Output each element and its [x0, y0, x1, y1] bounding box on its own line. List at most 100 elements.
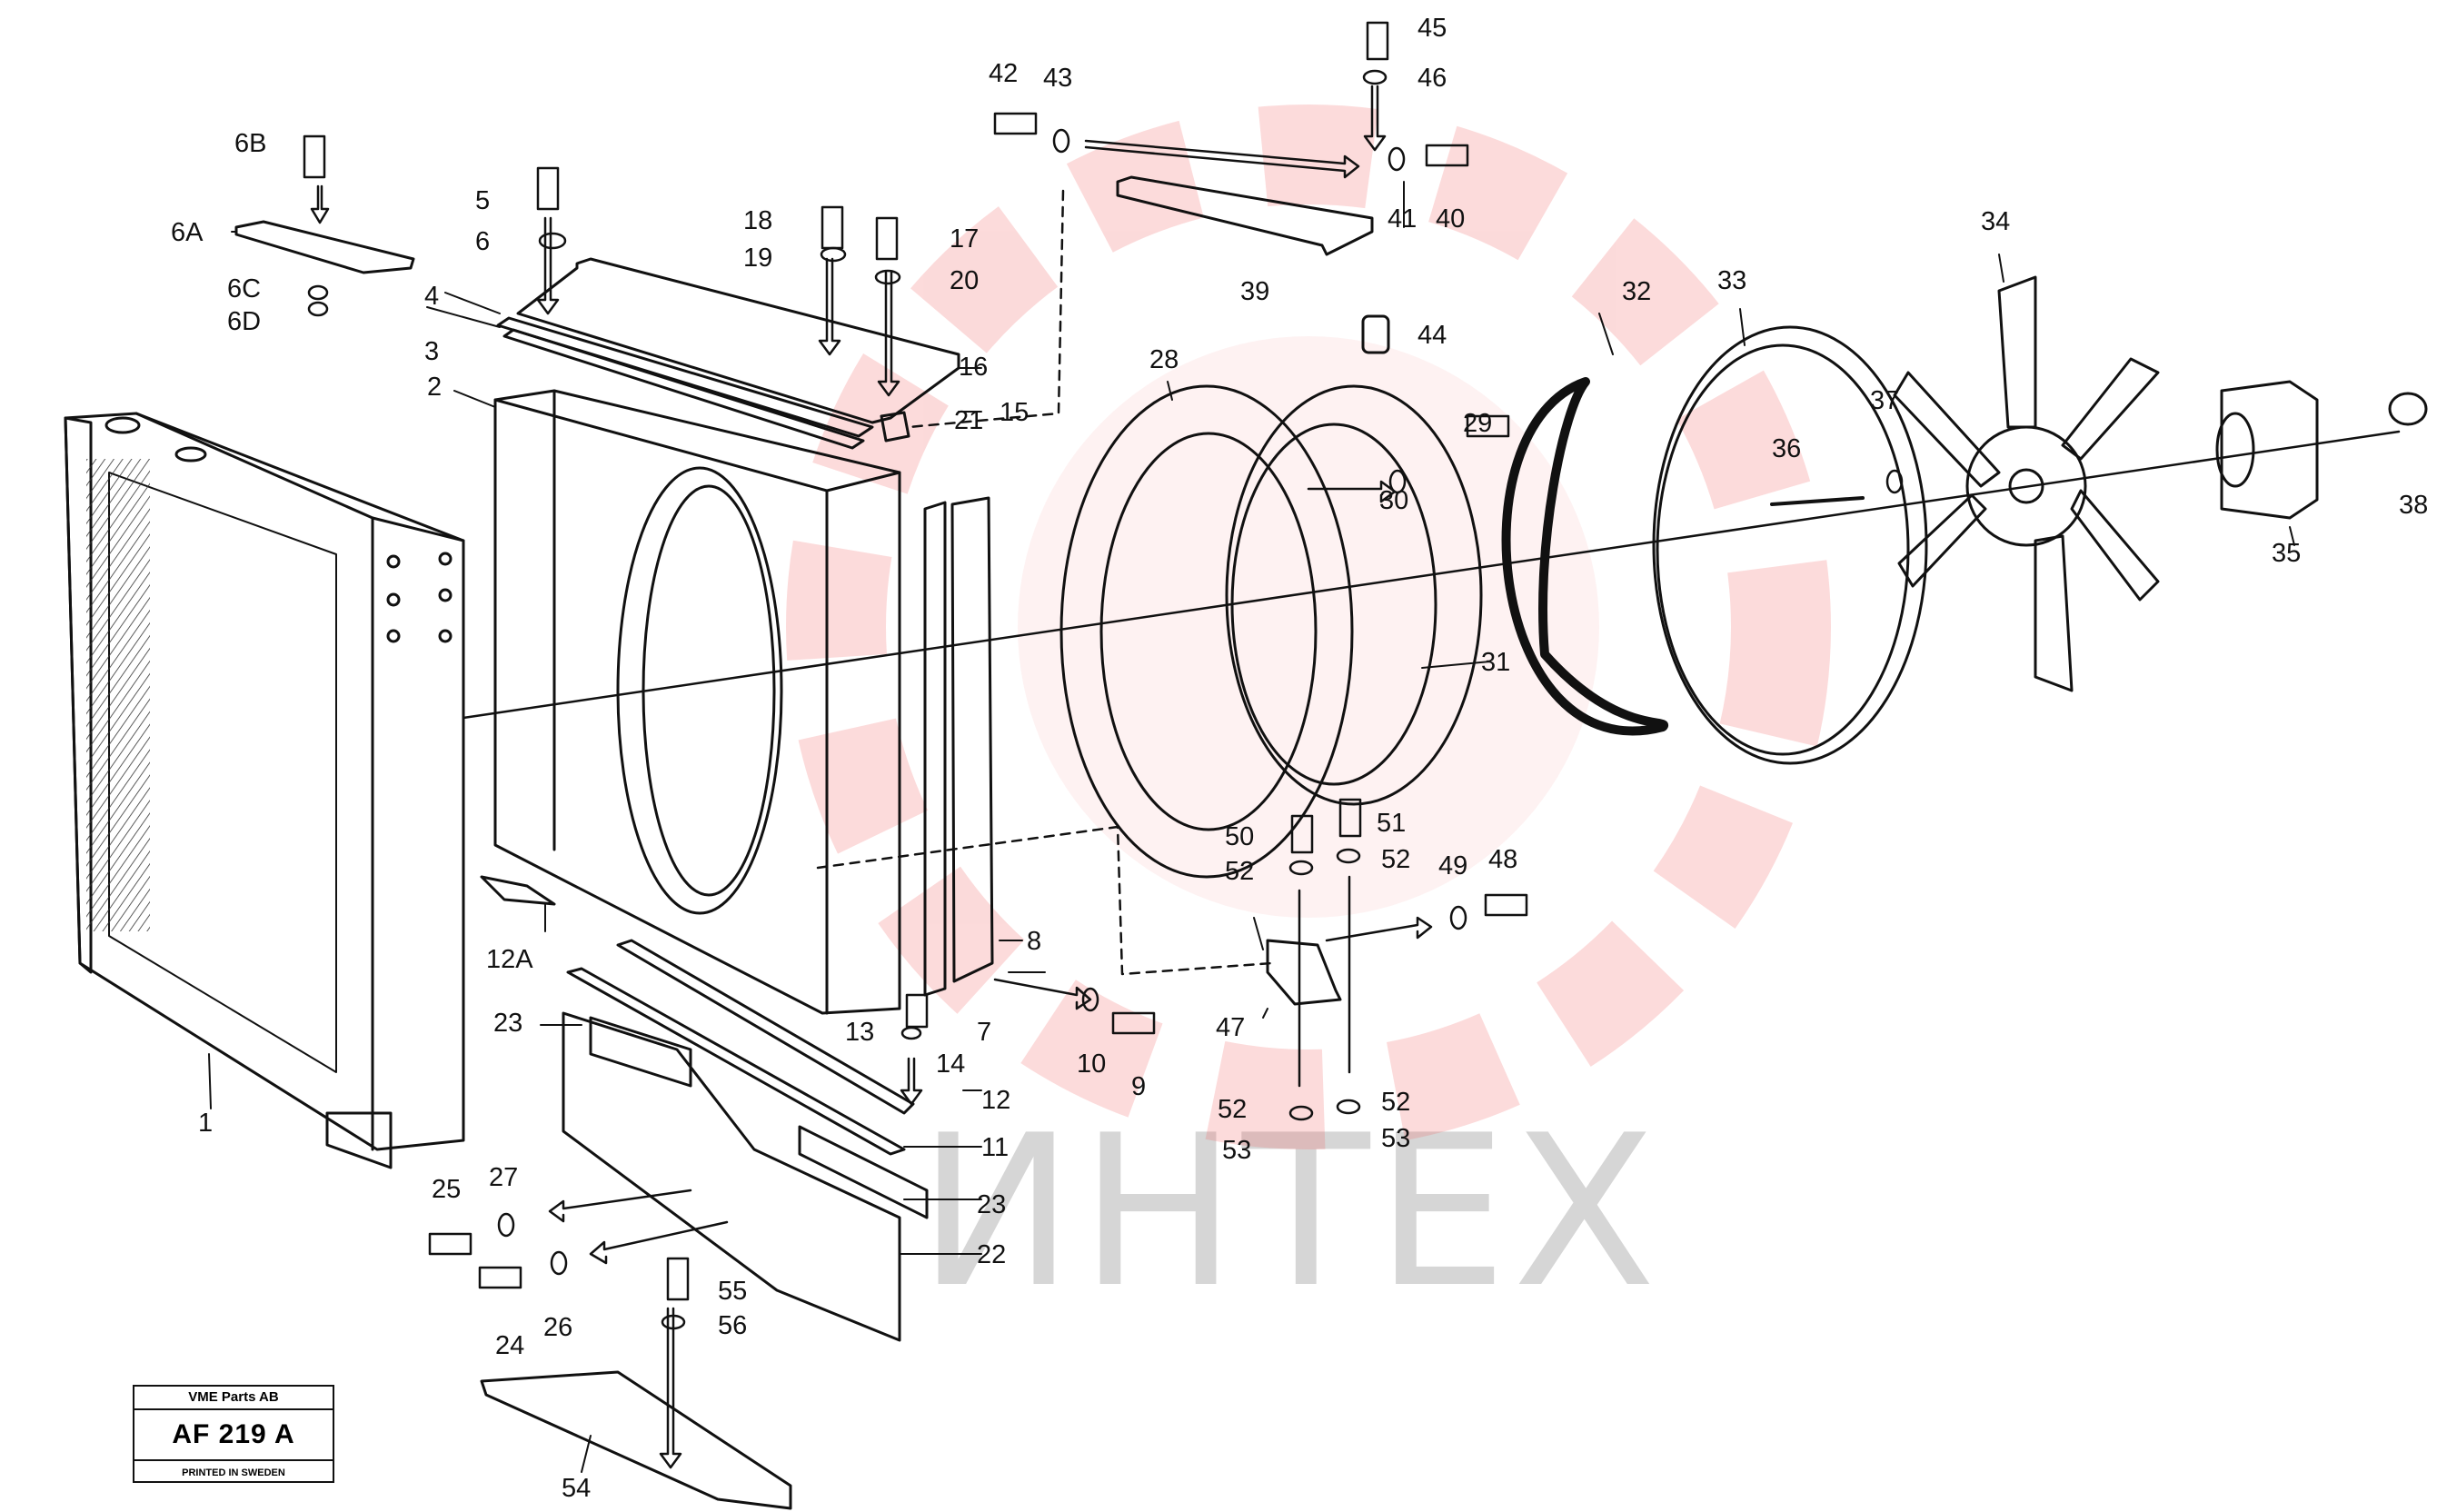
callout-18: 18 — [743, 206, 772, 235]
bottom-seal-strip — [566, 939, 915, 1156]
callout-38: 38 — [2399, 491, 2428, 520]
callout-24: 24 — [495, 1331, 524, 1360]
dashed-lead-8 — [816, 825, 1274, 976]
leader-lines — [208, 231, 2295, 1473]
bracket-12A — [480, 875, 556, 906]
nut-21 — [880, 411, 910, 443]
callout-46: 46 — [1417, 64, 1447, 93]
callout-6D: 6D — [227, 307, 261, 336]
radiator-core — [64, 412, 465, 1169]
callout-4: 4 — [424, 282, 439, 311]
callout-23-upper: 23 — [493, 1009, 522, 1038]
callout-12A: 12A — [486, 945, 533, 974]
callout-6B: 6B — [234, 129, 266, 158]
callout-47: 47 — [1216, 1013, 1245, 1042]
callout-49: 49 — [1438, 851, 1467, 880]
callout-51: 51 — [1377, 809, 1406, 838]
spacer-44 — [1361, 314, 1390, 354]
callout-40: 40 — [1436, 204, 1465, 234]
callout-50: 50 — [1225, 822, 1254, 851]
callout-22: 22 — [977, 1240, 1006, 1269]
top-plate — [516, 257, 960, 424]
callout-48: 48 — [1488, 845, 1517, 874]
callout-29: 29 — [1463, 409, 1492, 438]
mounting-ring — [1059, 384, 1354, 879]
callout-45: 45 — [1417, 14, 1447, 43]
watermark-text: ИНТЕХ — [918, 1091, 1662, 1334]
callout-31: 31 — [1481, 648, 1510, 677]
rubber-seal-ring — [1501, 377, 1669, 736]
callout-35: 35 — [2272, 539, 2301, 568]
callout-41: 41 — [1388, 204, 1417, 234]
hose-clamp-ring — [1652, 325, 1928, 765]
callout-54: 54 — [562, 1474, 591, 1503]
bottom-cover-plate — [562, 1011, 929, 1342]
hub-cap — [2388, 392, 2428, 426]
callout-7: 7 — [977, 1018, 991, 1047]
callout-5: 5 — [475, 186, 490, 215]
center-axis-line — [462, 430, 2401, 720]
shroud-ring — [1225, 384, 1483, 806]
callout-6A: 6A — [171, 218, 204, 247]
callout-28: 28 — [1149, 345, 1179, 374]
callout-15: 15 — [1000, 398, 1029, 427]
callout-14: 14 — [936, 1049, 965, 1079]
callout-43: 43 — [1043, 64, 1072, 93]
stamp-company: VME Parts AB — [134, 1387, 333, 1410]
callout-34: 34 — [1981, 207, 2010, 236]
washers — [307, 69, 1904, 1330]
callout-17: 17 — [950, 224, 979, 254]
callout-52-upper-left: 52 — [1225, 857, 1254, 886]
callout-56: 56 — [718, 1311, 747, 1340]
direction-arrows — [310, 85, 1433, 1469]
callout-2: 2 — [427, 373, 442, 402]
callout-6C: 6C — [227, 274, 261, 303]
lower-shield — [480, 1370, 792, 1510]
callout-55: 55 — [718, 1277, 747, 1306]
dashed-lead-15 — [907, 189, 1065, 429]
callout-53-left: 53 — [1222, 1136, 1251, 1165]
callout-52-lower-left: 52 — [1218, 1095, 1247, 1124]
callout-30: 30 — [1379, 486, 1408, 515]
support-bracket-arm — [1116, 175, 1374, 256]
cooling-fan — [1893, 275, 2160, 692]
callout-10: 10 — [1077, 1049, 1106, 1079]
callout-leaders — [1167, 181, 1746, 950]
callout-33: 33 — [1717, 266, 1746, 295]
callout-37: 37 — [1870, 386, 1899, 415]
callout-36: 36 — [1772, 434, 1801, 463]
callout-labels: 1 2 3 4 5 6 6A 6B 6C 6D 7 8 9 10 11 12 1… — [171, 14, 2428, 1503]
callout-27: 27 — [489, 1163, 518, 1192]
bracket-6A — [234, 220, 415, 274]
stamp-code: AF 219 A — [134, 1410, 333, 1461]
callout-11: 11 — [981, 1133, 1009, 1162]
side-seal-strip — [923, 496, 994, 997]
long-bolt-36 — [1770, 496, 1865, 506]
callout-9: 9 — [1131, 1072, 1146, 1101]
callout-20: 20 — [950, 266, 979, 295]
callout-21: 21 — [954, 406, 983, 435]
fan-shroud — [493, 389, 901, 1015]
callout-8: 8 — [1027, 927, 1041, 956]
callout-42: 42 — [989, 59, 1018, 88]
callout-25: 25 — [432, 1175, 461, 1204]
fastener-bolts — [303, 21, 1528, 1301]
callout-23-lower: 23 — [977, 1190, 1006, 1219]
callout-26: 26 — [543, 1313, 572, 1342]
callout-44: 44 — [1417, 321, 1447, 350]
callout-53-right: 53 — [1381, 1124, 1410, 1153]
callout-3: 3 — [424, 337, 439, 366]
callout-19: 19 — [743, 244, 772, 273]
callout-52-upper-right: 52 — [1381, 845, 1410, 874]
parts-stamp: VME Parts AB AF 219 A PRINTED IN SWEDEN — [133, 1385, 334, 1483]
callout-12: 12 — [981, 1086, 1010, 1115]
top-seal-strip — [496, 316, 874, 450]
callout-6: 6 — [475, 227, 490, 256]
callout-13: 13 — [845, 1018, 874, 1047]
callout-16: 16 — [959, 353, 988, 382]
lower-bracket-47 — [1266, 939, 1342, 1006]
callout-39: 39 — [1240, 277, 1269, 306]
callout-52-lower-right: 52 — [1381, 1088, 1410, 1117]
